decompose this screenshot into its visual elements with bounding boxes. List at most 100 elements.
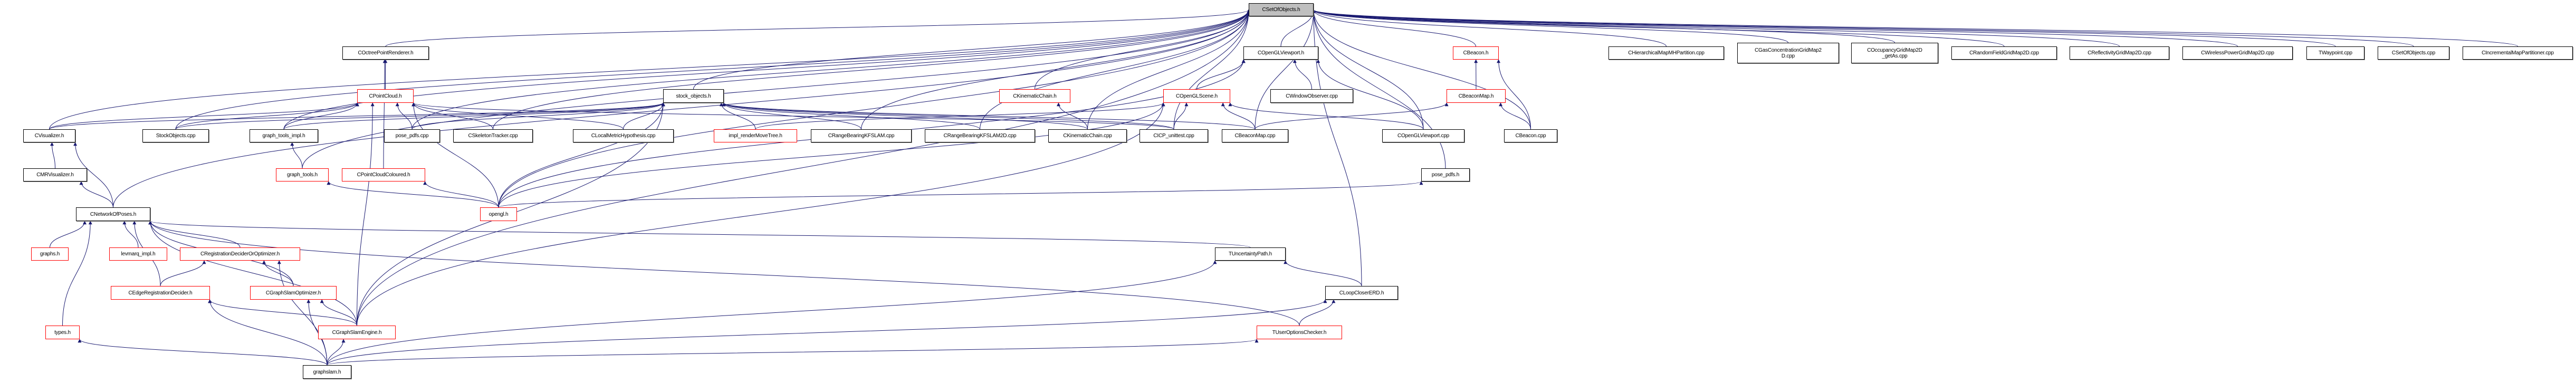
edge-gt-to-root (302, 9, 1251, 169)
graph-node-gse[interactable]: CGraphSlamEngine.h (318, 326, 396, 339)
graph-node-pointcloud[interactable]: CPointCloud.h (357, 89, 414, 103)
edge-skel-to-root (493, 9, 1251, 130)
edge-beaconmap_cpp-to-stock_h (722, 102, 1256, 130)
edge-erd-to-rdo (160, 260, 206, 286)
edge-gse-to-nop (148, 221, 357, 326)
graph-node-wayp[interactable]: TWaypoint.cpp (2306, 46, 2364, 60)
edge-lcerd-to-tup (1284, 260, 1362, 286)
graph-node-nop[interactable]: CNetworkOfPoses.h (76, 207, 150, 221)
edge-glviewport_cpp-to-scene (1228, 102, 1424, 130)
graph-node-movetree[interactable]: impl_renderMoveTree.h (714, 129, 797, 142)
graph-node-beacon-h[interactable]: CBeacon.h (1453, 46, 1499, 60)
edge-posepdfs_cpp-to-pointcloud (395, 102, 413, 130)
edge-soo_cpp-to-root (1311, 9, 2414, 47)
edge-beaconmap_cpp-to-scene (1221, 102, 1256, 130)
edge-rbkf2d-to-stock_h (722, 102, 980, 130)
graph-node-kin-h[interactable]: CKinematicChain.h (999, 89, 1070, 103)
graph-node-gso[interactable]: CGraphSlamOptimizer.h (250, 286, 337, 300)
graph-node-incr[interactable]: CIncrementalMapPartitioner.cpp (2463, 46, 2573, 60)
edge-gso-to-rdo (262, 260, 294, 286)
edge-rand-to-root (1311, 9, 2005, 47)
graph-node-gas[interactable]: CGasConcentrationGridMap2 D.cpp (1737, 43, 1839, 63)
edge-opengl-to-posepdfs_h (498, 181, 1423, 208)
graph-node-octree[interactable]: COctreePointRenderer.h (342, 46, 429, 60)
graph-node-kin-cpp[interactable]: CKinematicChain.cpp (1048, 129, 1127, 142)
edge-cvis-to-pointcloud (49, 102, 359, 130)
edge-cvis-to-stock_h (49, 102, 665, 130)
graph-node-tup[interactable]: TUncertaintyPath.h (1215, 247, 1286, 261)
graph-node-gt[interactable]: graph_tools.h (276, 168, 329, 182)
edge-gse-to-erd (208, 299, 357, 326)
graph-node-posepdfs-h[interactable]: pose_pdfs.h (1421, 168, 1470, 182)
graph-node-winobs[interactable]: CWindowObserver.cpp (1270, 89, 1353, 103)
edge-lmh-to-stock_h (623, 102, 665, 130)
edge-incr-to-root (1311, 9, 2518, 47)
edge-rdo-to-nop (148, 221, 241, 248)
graph-node-skel[interactable]: CSkeletonTracker.cpp (453, 129, 533, 142)
graph-node-opengl[interactable]: opengl.h (480, 207, 517, 221)
graph-node-graphslam[interactable]: graphslam.h (303, 365, 351, 379)
edge-winobs-to-glviewport_h (1292, 59, 1312, 90)
edge-gas-to-root (1311, 9, 1788, 43)
graph-node-types[interactable]: types.h (45, 326, 80, 339)
graph-node-cmrvis[interactable]: CMRVisualizer.h (23, 168, 87, 182)
edge-graphslam-to-tup (327, 260, 1217, 366)
edge-cmrvis-to-cvis (50, 142, 55, 169)
edge-graphslam-to-gso (307, 299, 328, 366)
graph-node-soo-cpp[interactable]: CSetOfObjects.cpp (2378, 46, 2449, 60)
graph-node-rdo[interactable]: CRegistrationDeciderOrOptimizer.h (180, 247, 300, 261)
graph-node-glviewport-h[interactable]: COpenGLViewport.h (1243, 46, 1318, 60)
graph-node-cvis[interactable]: CVisualizer.h (23, 129, 75, 142)
edge-stock_cpp-to-root (175, 9, 1251, 130)
graph-node-beaconmap-cpp[interactable]: CBeaconMap.cpp (1222, 129, 1288, 142)
edge-gt-to-gt_impl (290, 142, 303, 169)
graph-node-icp[interactable]: CICP_unittest.cpp (1139, 129, 1208, 142)
edge-opengl-to-stock_h (498, 102, 665, 208)
edge-cvis-to-root (49, 9, 1251, 130)
edge-wifi-to-root (1311, 9, 2238, 47)
graph-node-stock-h[interactable]: stock_objects.h (663, 89, 724, 103)
graph-node-stock-cpp[interactable]: StockObjects.cpp (142, 129, 209, 142)
edge-icp-to-scene (1173, 102, 1189, 130)
graph-node-root[interactable]: CSetOfObjects.h (1249, 3, 1314, 16)
edge-kin_h-to-root (1035, 9, 1251, 90)
edge-glviewport_cpp-to-root (1311, 9, 1424, 130)
edge-opengl-to-pointcloud (411, 102, 499, 208)
graph-node-hmmh[interactable]: CHierarchicalMapMHPartition.cpp (1608, 46, 1724, 60)
graph-node-gt-impl[interactable]: graph_tools_impl.h (250, 129, 318, 142)
edge-movetree-to-stock_h (719, 102, 756, 130)
edge-lmh-to-pointcloud (411, 102, 624, 130)
edge-graphslam-to-types (78, 339, 328, 366)
graph-node-wifi[interactable]: CWirelessPowerGridMap2D.cpp (2182, 46, 2293, 60)
edge-tuoc-to-nop (148, 221, 1300, 326)
graph-node-rbkf[interactable]: CRangeBearingKFSLAM.cpp (811, 129, 912, 142)
edge-rbkf-to-stock_h (722, 102, 861, 130)
edge-glviewport_cpp-to-glviewport_h (1316, 59, 1424, 130)
edge-lcerd-to-root (1311, 9, 1362, 286)
graph-node-levmarq[interactable]: levmarq_impl.h (109, 247, 167, 261)
graph-node-erd[interactable]: CEdgeRegistrationDecider.h (111, 286, 210, 300)
graph-node-tuoc[interactable]: TUserOptionsChecker.h (1257, 326, 1342, 339)
graph-node-lmh[interactable]: CLocalMetricHypothesis.cpp (573, 129, 674, 142)
graph-node-beacon-cpp[interactable]: CBeacon.cpp (1504, 129, 1557, 142)
graph-node-scene[interactable]: COpenGLScene.h (1163, 89, 1230, 103)
graph-node-occ[interactable]: COccupancyGridMap2D _getAs.cpp (1851, 43, 1938, 63)
graph-node-lcerd[interactable]: CLoopCloserERD.h (1325, 286, 1398, 300)
edge-stock_cpp-to-pointcloud (175, 102, 359, 130)
edge-tup-to-nop (149, 221, 1251, 248)
graph-node-posepdfs-cpp[interactable]: pose_pdfs.cpp (384, 129, 440, 142)
graph-node-graphs[interactable]: graphs.h (31, 247, 69, 261)
edge-beaconmap_cpp-to-root (1255, 9, 1316, 130)
edge-beacon_h-to-root (1311, 9, 1476, 47)
graph-node-rand[interactable]: CRandomFieldGridMap2D.cpp (1951, 46, 2057, 60)
graph-node-pcc[interactable]: CPointCloudColoured.h (342, 168, 425, 182)
edge-wayp-to-root (1311, 9, 2336, 47)
graph-node-rbkf2d[interactable]: CRangeBearingKFSLAM2D.cpp (925, 129, 1035, 142)
graph-node-glviewport-cpp[interactable]: COpenGLViewport.cpp (1382, 129, 1464, 142)
edge-nop-to-cmrvis (79, 181, 113, 208)
edge-graphslam-to-lcerd (327, 299, 1327, 366)
graph-node-beaconmap-h[interactable]: CBeaconMap.h (1447, 89, 1506, 103)
edge-graphslam-to-gse (327, 339, 346, 366)
graph-node-refl[interactable]: CReflectivityGridMap2D.cpp (2070, 46, 2169, 60)
edge-levmarq-to-nop (122, 221, 139, 248)
